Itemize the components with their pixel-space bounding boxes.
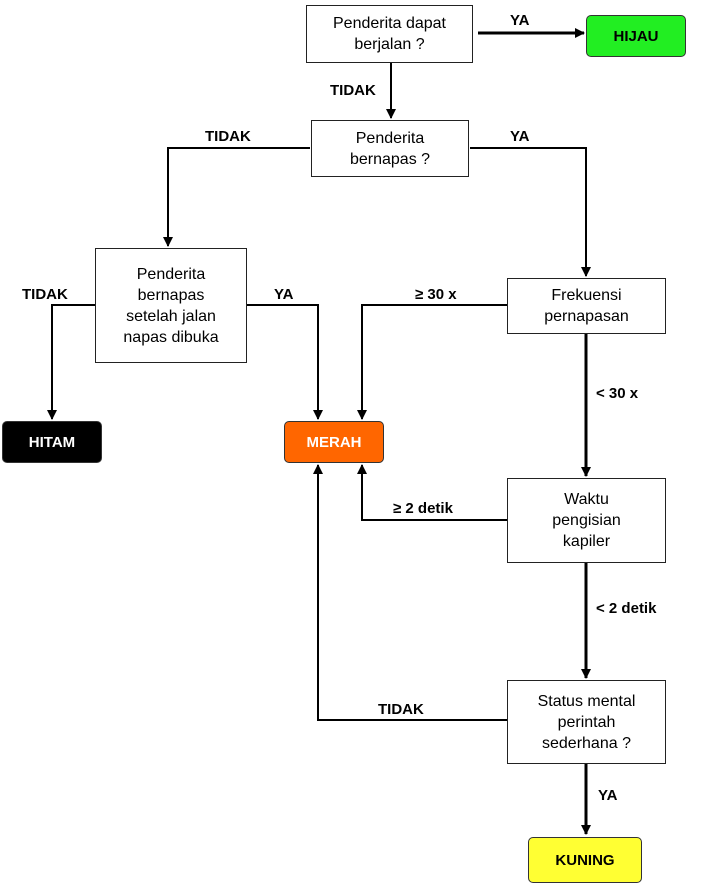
outcome-hijau: HIJAU <box>586 15 686 57</box>
label-walk-tidak: TIDAK <box>330 82 376 99</box>
label-mental-ya: YA <box>598 787 618 804</box>
label-airway-tidak: TIDAK <box>22 286 68 303</box>
arrow-cap-to-merah <box>357 464 507 521</box>
arrow-breathe-to-resp <box>470 147 591 277</box>
label-resp-ge30: ≥ 30 x <box>415 286 457 303</box>
node-after-airway: Penderita bernapas setelah jalan napas d… <box>95 248 247 363</box>
node-mental: Status mental perintah sederhana ? <box>507 680 666 764</box>
label-mental-tidak: TIDAK <box>378 701 424 718</box>
label-resp-lt30: < 30 x <box>596 385 639 402</box>
outcome-hitam: HITAM <box>2 421 102 463</box>
outcome-merah: MERAH <box>284 421 384 463</box>
arrow-resp-to-merah <box>357 304 507 420</box>
node-walk: Penderita dapat berjalan ? <box>306 5 473 63</box>
node-cap-refill: Waktu pengisian kapiler <box>507 478 666 563</box>
arrow-mental-to-merah <box>313 464 507 721</box>
node-breathe: Penderita bernapas ? <box>311 120 469 177</box>
label-cap-ge2: ≥ 2 detik <box>393 500 453 517</box>
outcome-kuning: KUNING <box>528 837 642 883</box>
arrow-breathe-to-airway <box>163 147 310 247</box>
label-cap-lt2: < 2 detik <box>596 600 657 617</box>
arrow-airway-to-merah <box>246 304 323 420</box>
node-resp-rate: Frekuensi pernapasan <box>507 278 666 334</box>
label-walk-ya: YA <box>510 12 530 29</box>
label-breathe-tidak: TIDAK <box>205 128 251 145</box>
label-airway-ya: YA <box>274 286 294 303</box>
label-breathe-ya: YA <box>510 128 530 145</box>
arrow-airway-to-hitam <box>47 304 96 420</box>
